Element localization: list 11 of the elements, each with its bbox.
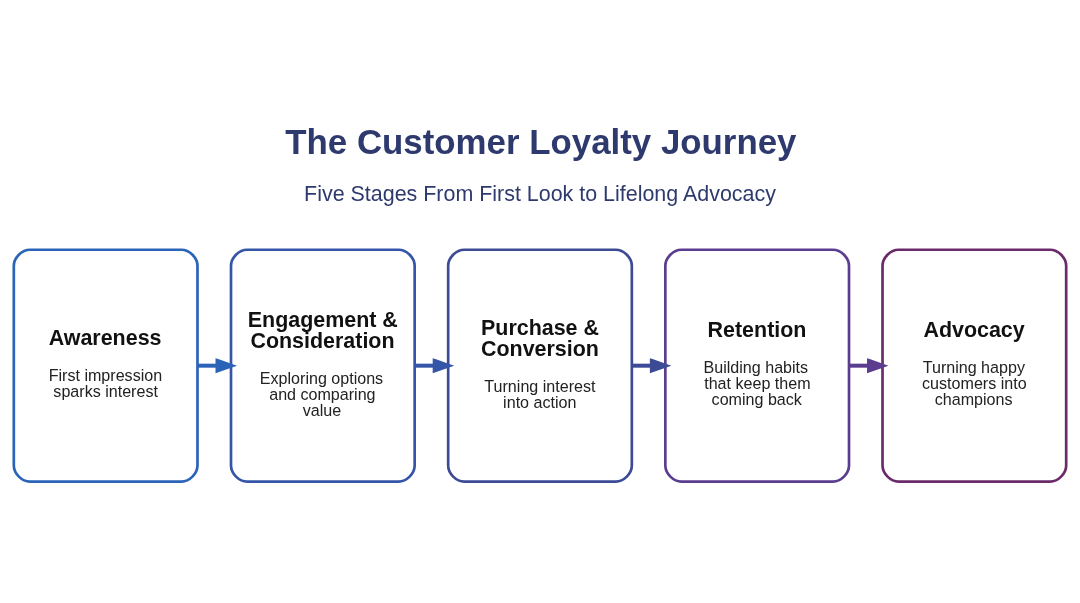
label: Five Stages From First Look to Lifelong Advocacy xyxy=(304,181,776,206)
node-box: Purchase & Conversion Turning interest into action xyxy=(446,247,634,483)
diagram-title: The Customer Loyalty Journey xyxy=(285,121,797,161)
node-box: Advocacy Turning happy customers into champions xyxy=(881,247,1068,483)
arrow xyxy=(849,357,889,373)
arrow xyxy=(197,357,237,373)
node-box: Retention Building habits that keep them coming back xyxy=(664,247,851,483)
arrow xyxy=(414,357,455,373)
arrow xyxy=(632,357,672,373)
node-box: Engagement & Consideration Exploring options and comparing value xyxy=(229,247,416,483)
node-box: Awareness First impression sparks interest xyxy=(12,247,199,483)
